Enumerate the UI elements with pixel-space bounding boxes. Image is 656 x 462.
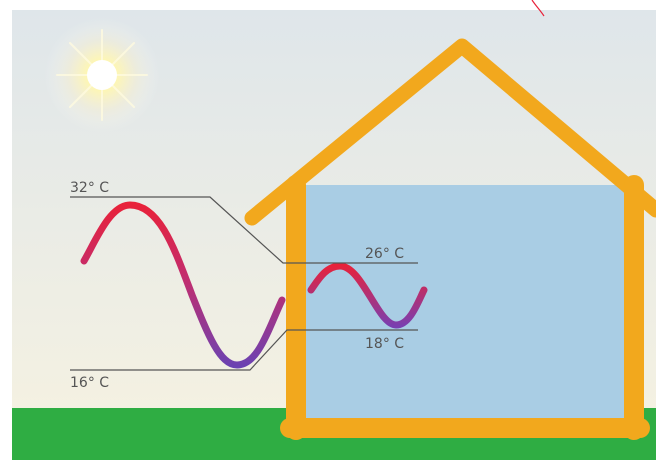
sun-icon [44, 17, 160, 133]
label-outside-max: 32° C [70, 180, 109, 196]
label-inside-min: 18° C [365, 336, 404, 352]
outside-temperature-wave [80, 201, 286, 369]
inside-temperature-wave [307, 262, 428, 329]
edge-mark [531, 0, 545, 17]
house-outline [244, 38, 656, 440]
leader-lines [70, 196, 418, 371]
label-inside-max: 26° C [365, 246, 404, 262]
house-interior [305, 185, 627, 423]
label-outside-min: 16° C [70, 375, 109, 391]
